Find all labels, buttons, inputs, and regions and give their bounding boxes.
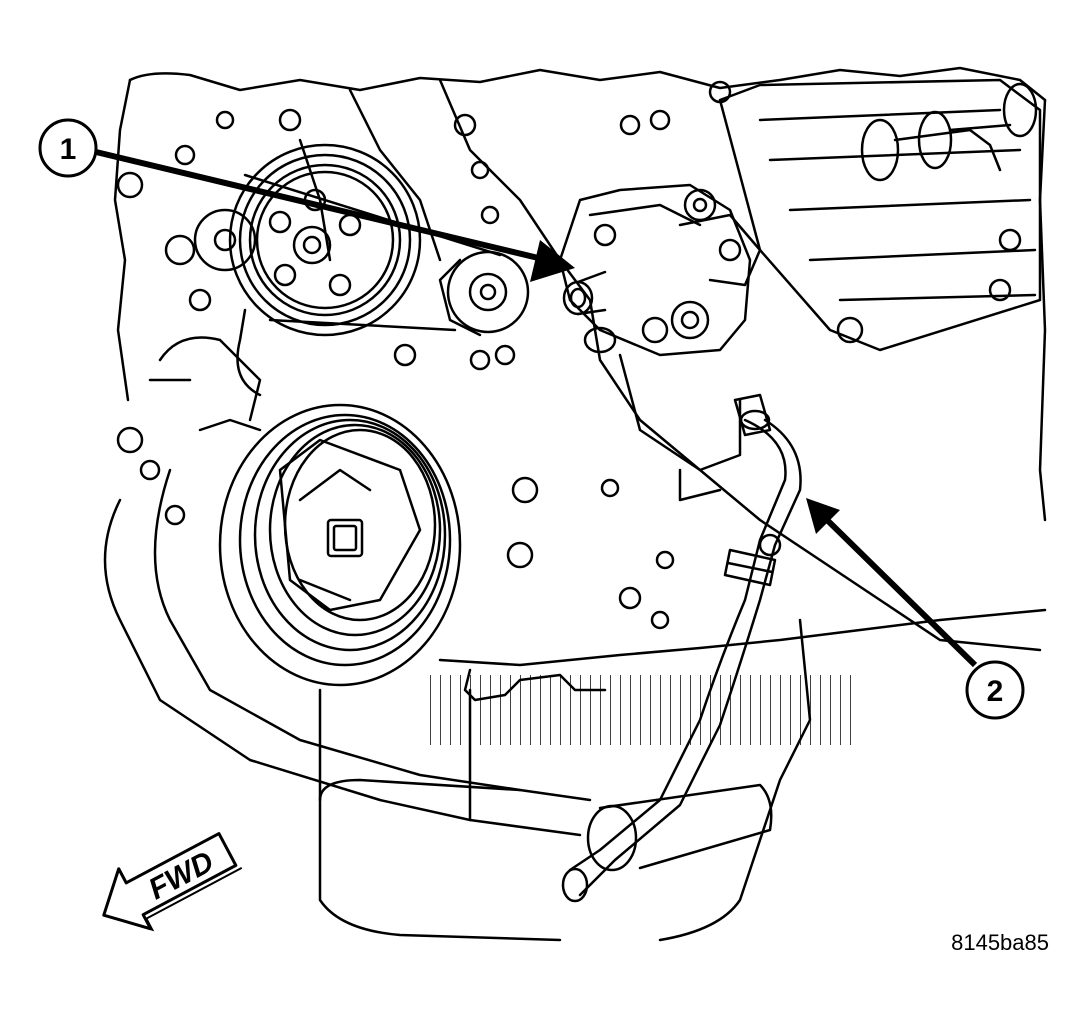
accessory-pulley (228, 143, 422, 337)
crankshaft-pulley (218, 403, 462, 687)
lower-tube (103, 468, 773, 872)
engine-block (113, 66, 1047, 652)
callout-1-arrowhead (530, 240, 575, 282)
power-steering-pump (558, 183, 762, 502)
drive-belt (236, 173, 502, 397)
figure-id: 8145ba85 (951, 930, 1049, 955)
callout-1-label: 1 (60, 133, 77, 166)
callout-2-label: 2 (987, 675, 1004, 708)
forward-arrow-icon: FWD (102, 832, 243, 932)
callout-2-arrowhead (806, 498, 840, 534)
callout-1-leader (95, 149, 556, 265)
callout-2: 2 (806, 498, 1025, 720)
callout-1: 1 (38, 118, 575, 282)
oil-pan (318, 608, 1047, 942)
callout-2-leader (819, 512, 978, 668)
